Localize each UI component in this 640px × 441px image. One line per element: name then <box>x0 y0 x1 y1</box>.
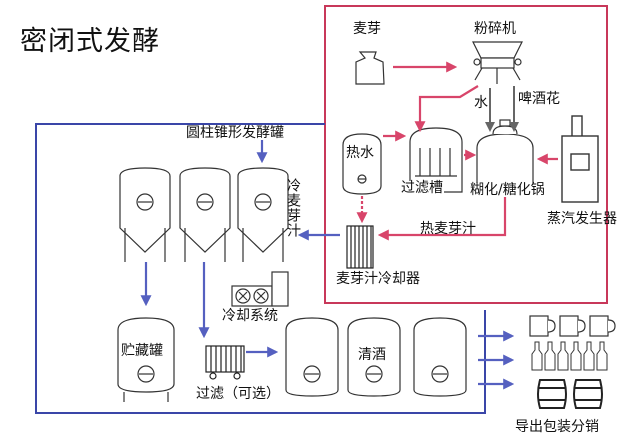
packaging-label: 导出包装分销 <box>515 419 599 435</box>
cooling-system-label: 冷却系统 <box>222 308 278 324</box>
malt-bag-icon <box>355 51 385 85</box>
steam-generator-icon <box>561 115 599 203</box>
fermenter-tank-1 <box>119 167 171 262</box>
beer-keg-icons <box>537 379 603 409</box>
hot-water-label: 热水 <box>346 145 374 161</box>
beer-mug-icons <box>529 315 616 337</box>
fermentation-flow-arrows <box>140 140 515 390</box>
fermenter-tank-3 <box>237 167 289 262</box>
diagram-title: 密闭式发酵 <box>20 26 160 57</box>
mill-icon <box>472 41 523 84</box>
cooling-system-icon <box>231 271 289 307</box>
wort-cooler-label: 麦芽汁冷却器 <box>336 271 420 287</box>
storage-tank-icon <box>117 317 175 402</box>
brewhouse-flow-arrows <box>356 61 558 241</box>
wort-cooler-icon <box>346 225 374 269</box>
water-label: 水 <box>473 95 489 111</box>
hops-label: 啤酒花 <box>517 91 561 107</box>
malt-label: 麦芽 <box>353 21 381 37</box>
bright-tank-1 <box>285 317 339 397</box>
mash-kettle-label: 糊化/糖化锅 <box>469 182 546 198</box>
fermenter-label: 圆柱锥形发酵罐 <box>186 125 284 141</box>
filter-icon <box>205 345 245 380</box>
filter-label: 过滤（可选） <box>196 386 280 402</box>
beer-bottle-icons <box>531 341 608 371</box>
bright-tank-2 <box>347 317 401 397</box>
fermenter-tank-2 <box>179 167 231 262</box>
steam-generator-label: 蒸汽发生器 <box>547 211 617 227</box>
brewhouse-frame <box>324 5 608 304</box>
storage-tank-label: 贮藏罐 <box>120 343 164 359</box>
cold-wort-label: 冷麦芽汁 <box>285 178 301 238</box>
lauter-tun-icon <box>409 127 463 193</box>
mill-label: 粉碎机 <box>474 21 516 37</box>
hot-wort-label: 热麦芽汁 <box>420 221 476 237</box>
bright-beer-label: 清酒 <box>358 347 386 363</box>
ingredient-arrows <box>485 86 519 132</box>
bright-tank-3 <box>413 317 467 397</box>
hot-water-tank-icon <box>342 133 382 195</box>
fermentation-frame <box>35 123 486 414</box>
lauter-tun-label: 过滤槽 <box>400 180 444 196</box>
mash-kettle-icon <box>476 119 534 187</box>
